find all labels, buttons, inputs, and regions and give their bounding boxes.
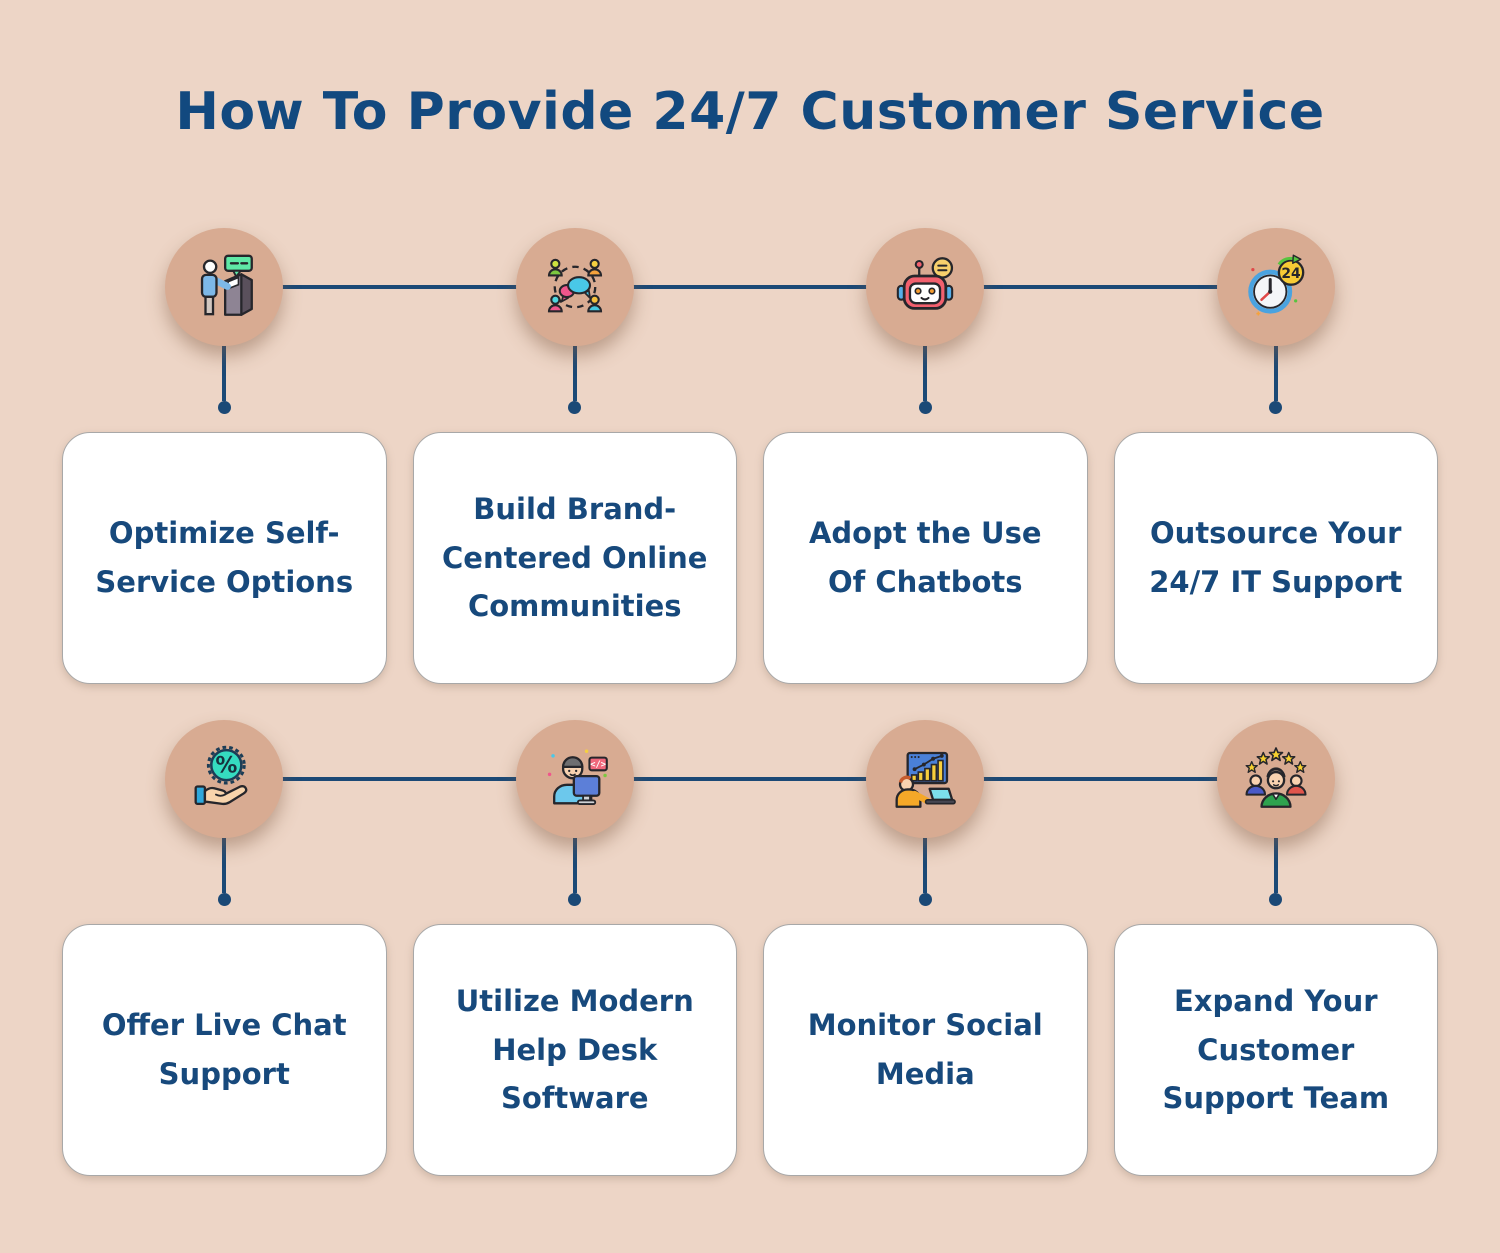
connector-dot [568,893,582,906]
step-6-label: Utilize Modern Help Desk Software [455,983,694,1116]
step-2-card: Build Brand-Centered Online Communities [412,432,737,684]
step-4: 24 Outsource Your 24/7 IT Support [1113,228,1438,684]
step-4-card: Outsource Your 24/7 IT Support [1113,432,1438,684]
support-team-stars-icon [1245,747,1307,808]
connector-dot [568,401,582,414]
vertical-connector [1273,346,1278,401]
step-1: Optimize Self-Service Options [62,228,387,684]
connector-dot [918,401,932,414]
page-title: How To Provide 24/7 Customer Service [175,82,1325,142]
connector-dot [217,401,231,414]
step-4-circle: 24 [1216,228,1335,346]
vertical-connector [572,346,577,401]
chatbot-icon [897,257,954,310]
vertical-connector [923,838,928,893]
online-community-icon [547,258,602,313]
step-6-card: Utilize Modern Help Desk Software [412,924,737,1176]
step-5-label: Offer Live Chat Support [101,1008,347,1091]
horizontal-connector-line [224,777,1276,781]
connector-dot [1269,401,1283,414]
vertical-connector [222,346,227,401]
step-6-circle: </> [515,720,634,838]
helpdesk-developer-icon: </> [547,749,608,806]
connector-dot [918,893,932,906]
vertical-connector [222,838,227,893]
step-row-1: Optimize Self-Service Options [0,228,1500,684]
percent-hand-icon: % [194,745,248,806]
step-5-circle: % [165,720,284,838]
svg-text:24: 24 [1281,266,1300,282]
self-service-kiosk-icon [201,254,254,316]
step-3-card: Adopt the Use Of Chatbots [763,432,1088,684]
step-2: Build Brand-Centered Online Communities [412,228,737,684]
step-5-card: Offer Live Chat Support [62,924,387,1176]
svg-text:%: % [216,754,238,779]
vertical-connector [1273,838,1278,893]
step-1-card: Optimize Self-Service Options [62,432,387,684]
analytics-presentation-icon [895,751,957,808]
step-8-card: Expand Your Customer Support Team [1113,924,1438,1176]
step-4-label: Outsource Your 24/7 IT Support [1149,516,1403,599]
horizontal-connector-line [224,285,1276,289]
step-7: Monitor Social Media [763,720,1088,1176]
step-8-label: Expand Your Customer Support Team [1162,983,1390,1116]
step-5: % Offer Live Chat Support [62,720,387,1176]
step-2-circle [515,228,634,346]
step-row-2: % Offer Live Chat Support [0,720,1500,1176]
vertical-connector [572,838,577,893]
step-8: Expand Your Customer Support Team [1113,720,1438,1176]
step-3: Adopt the Use Of Chatbots [763,228,1088,684]
clock-24-icon: 24 [1248,254,1305,316]
step-7-card: Monitor Social Media [763,924,1088,1176]
step-2-label: Build Brand-Centered Online Communities [442,491,708,624]
step-1-circle [165,228,284,346]
step-7-label: Monitor Social Media [807,1008,1043,1091]
vertical-connector [923,346,928,401]
svg-text:</>: </> [590,760,606,770]
connector-dot [1269,893,1283,906]
step-3-label: Adopt the Use Of Chatbots [808,516,1042,599]
step-6: </> Utilize Modern Help Desk Software [412,720,737,1176]
step-3-circle [866,228,985,346]
step-1-label: Optimize Self-Service Options [95,516,354,599]
step-7-circle [866,720,985,838]
step-8-circle [1216,720,1335,838]
connector-dot [217,893,231,906]
